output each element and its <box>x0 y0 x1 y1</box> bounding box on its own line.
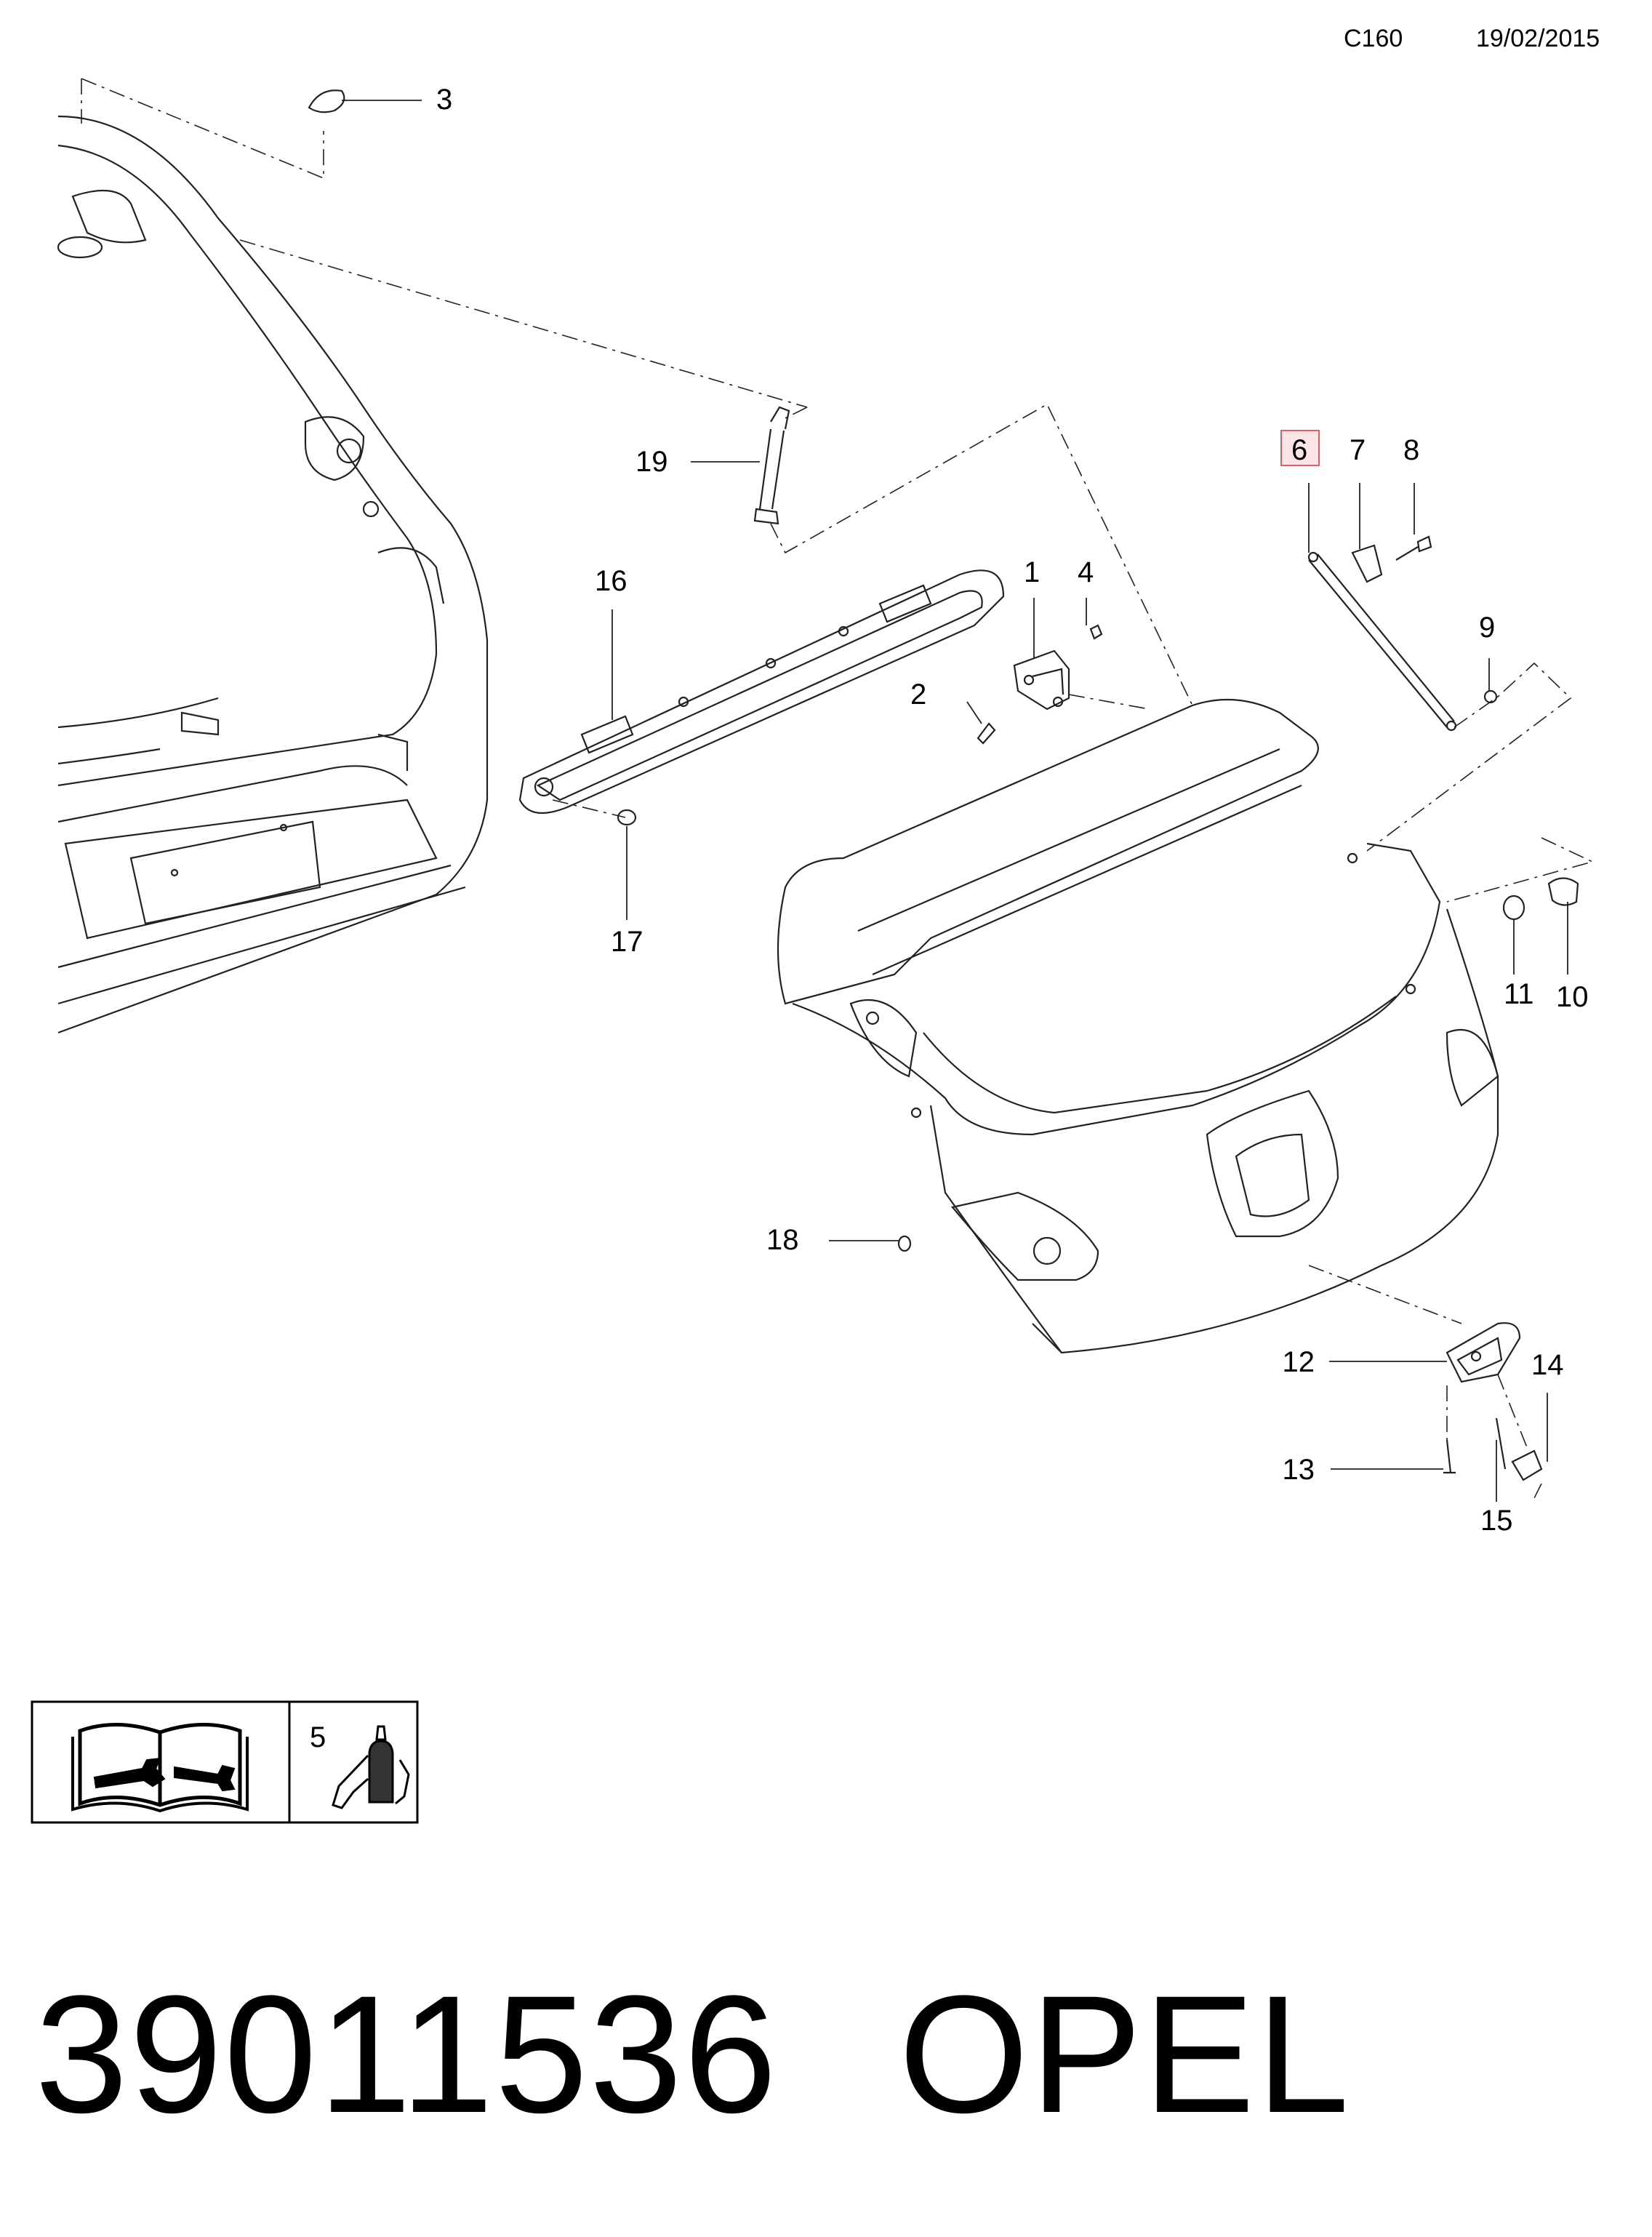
callout-17: 17 <box>611 926 643 958</box>
callout-3: 3 <box>436 84 452 116</box>
callout-1: 1 <box>1024 556 1040 588</box>
legend-box: 5 <box>31 1700 419 1824</box>
bracket-7 <box>1351 544 1383 583</box>
screw-2 <box>977 722 996 745</box>
bolt-19 <box>753 406 790 525</box>
cap-11 <box>1502 895 1525 921</box>
latch-assembly <box>1446 1322 1521 1383</box>
manual-wrench-icon <box>71 1722 249 1813</box>
callout-4: 4 <box>1078 556 1094 588</box>
callout-5: 5 <box>310 1721 326 1753</box>
hinge <box>1013 649 1070 711</box>
callout-14: 14 <box>1531 1349 1564 1381</box>
callout-9: 9 <box>1479 612 1495 644</box>
callout-8: 8 <box>1403 434 1419 466</box>
callout-15: 15 <box>1480 1505 1513 1537</box>
assembly-lines <box>81 78 1595 1499</box>
diagram-code: C160 <box>1344 25 1403 52</box>
car-body-rear <box>57 115 489 1034</box>
leader-lines <box>342 100 1568 1502</box>
callout-13: 13 <box>1283 1454 1315 1486</box>
callout-10: 10 <box>1556 981 1589 1013</box>
highlight-box-6 <box>1280 430 1320 466</box>
callout-7: 7 <box>1350 434 1366 466</box>
spoiler-bracket <box>518 569 1005 815</box>
adhesive-bottle-icon <box>332 1725 410 1809</box>
part-number: 39011536 <box>35 1961 779 2148</box>
microswitch-14 <box>1511 1449 1543 1481</box>
screw-4 <box>1089 624 1103 640</box>
callout-19: 19 <box>635 446 668 478</box>
callout-11: 11 <box>1504 978 1534 1010</box>
screw-8 <box>1395 535 1432 561</box>
ball-stud-9 <box>1483 689 1498 704</box>
callout-18: 18 <box>766 1224 799 1256</box>
callout-12: 12 <box>1283 1346 1315 1378</box>
washer-17 <box>617 809 637 826</box>
brand-name: OPEL <box>899 1961 1351 2148</box>
grommet-18 <box>897 1235 912 1252</box>
bolt-13 <box>1443 1439 1456 1474</box>
callout-2: 2 <box>910 679 926 711</box>
gas-strut <box>1307 551 1457 732</box>
cap-3 <box>308 89 345 113</box>
callout-16: 16 <box>595 565 627 597</box>
pin-15 <box>1495 1417 1507 1470</box>
diagram-date: 19/02/2015 <box>1476 25 1600 52</box>
callout-6: 6 <box>1291 434 1307 466</box>
tailgate <box>777 698 1499 1354</box>
clip-10 <box>1547 877 1579 906</box>
